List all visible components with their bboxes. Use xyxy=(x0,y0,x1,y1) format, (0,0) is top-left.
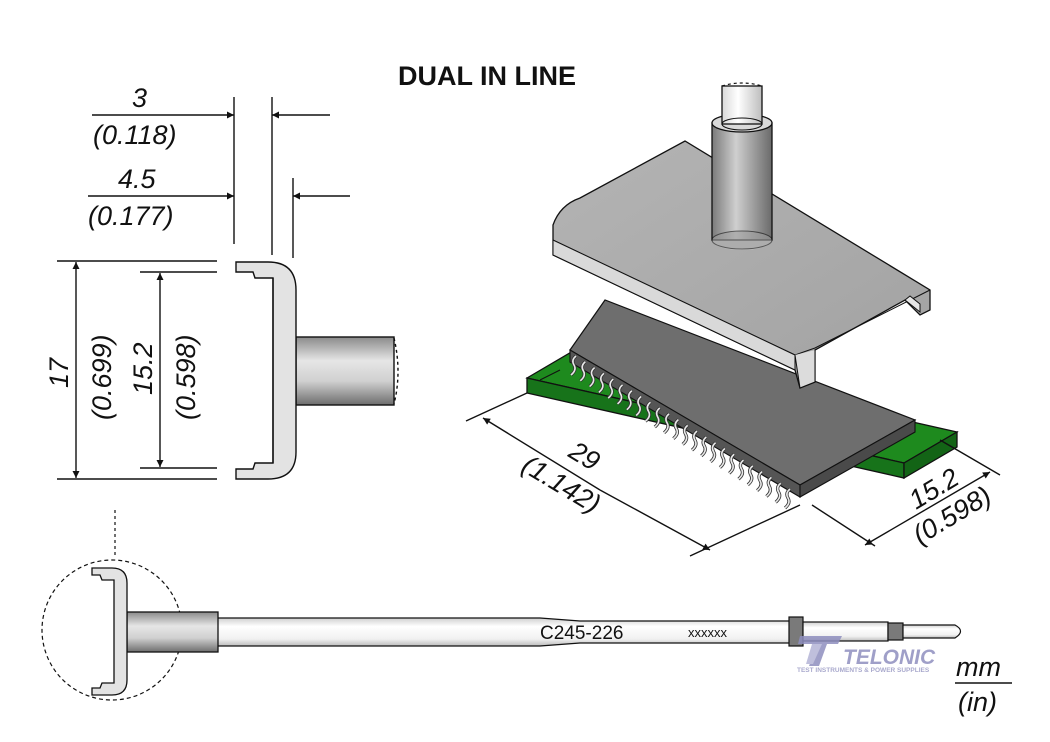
dim-17-in: (0.699) xyxy=(87,334,117,420)
units-mm: mm xyxy=(956,652,1001,682)
tip-full-view: C245-226 xxxxxx xyxy=(41,510,962,701)
drawing-title: DUAL IN LINE xyxy=(398,61,576,91)
dimension-width-3: 3 (0.118) xyxy=(92,83,330,255)
chip-pin-highlight xyxy=(747,465,754,486)
chip-pin-highlight xyxy=(737,459,745,480)
logo-name: TELONIC xyxy=(843,646,936,669)
chip-pin-highlight xyxy=(765,476,772,498)
chip-pin-highlight xyxy=(691,430,698,451)
chip-pin-highlight xyxy=(728,453,735,474)
dim-17-mm: 17 xyxy=(44,357,74,388)
dim-4-5-mm: 4.5 xyxy=(118,164,157,194)
chip-pins xyxy=(569,354,792,510)
chip-pin-highlight xyxy=(756,471,763,492)
dimension-width-4-5: 4.5 (0.177) xyxy=(88,164,350,258)
logo-tagline: TEST INSTRUMENTS & POWER SUPPLIES xyxy=(797,667,930,674)
units-in: (in) xyxy=(958,687,997,717)
chip-pin-highlight xyxy=(710,442,717,463)
chip-pin-highlight xyxy=(784,488,791,509)
chip-pin-highlight xyxy=(654,407,661,428)
dim-15-2-mm: 15.2 xyxy=(128,342,158,395)
chip-pin-highlight xyxy=(570,355,577,376)
tip-model-number: C245-226 xyxy=(540,623,623,644)
chip-pin-highlight xyxy=(775,482,782,503)
chip-pin-highlight xyxy=(635,395,642,417)
isometric-view xyxy=(525,82,959,510)
telonic-logo: TELONIC TEST INSTRUMENTS & POWER SUPPLIE… xyxy=(797,636,936,674)
tip-serial-code: xxxxxx xyxy=(688,625,728,640)
dim-3-mm: 3 xyxy=(132,83,147,113)
tip-post xyxy=(711,82,773,250)
telonic-t-icon xyxy=(798,636,842,666)
dimension-height-17: 17 (0.699) xyxy=(44,260,217,480)
chip-pin-highlight xyxy=(672,418,679,440)
chip-pin-highlight xyxy=(626,390,633,411)
dim-4-5-in: (0.177) xyxy=(88,201,174,231)
tip-plate xyxy=(552,140,931,389)
chip-pin-highlight xyxy=(598,372,605,393)
dim-15-2-in: (0.598) xyxy=(171,334,201,420)
dimension-inner-15-2: 15.2 (0.598) xyxy=(128,271,217,469)
chip-pin-highlight xyxy=(589,366,596,388)
chip-pin-highlight xyxy=(682,424,689,446)
chip-pin-highlight xyxy=(644,401,651,422)
dim-3-in: (0.118) xyxy=(93,120,177,150)
dip-chip xyxy=(569,299,917,510)
chip-pin-highlight xyxy=(663,413,670,434)
chip-pin-highlight xyxy=(700,436,707,457)
chip-pin-highlight xyxy=(607,378,614,399)
tip-side-view xyxy=(235,261,399,480)
chip-pin-highlight xyxy=(616,384,624,405)
chip-pin-highlight xyxy=(719,447,726,469)
chip-pin-highlight xyxy=(579,361,586,382)
units-legend: mm (in) xyxy=(955,652,1012,717)
